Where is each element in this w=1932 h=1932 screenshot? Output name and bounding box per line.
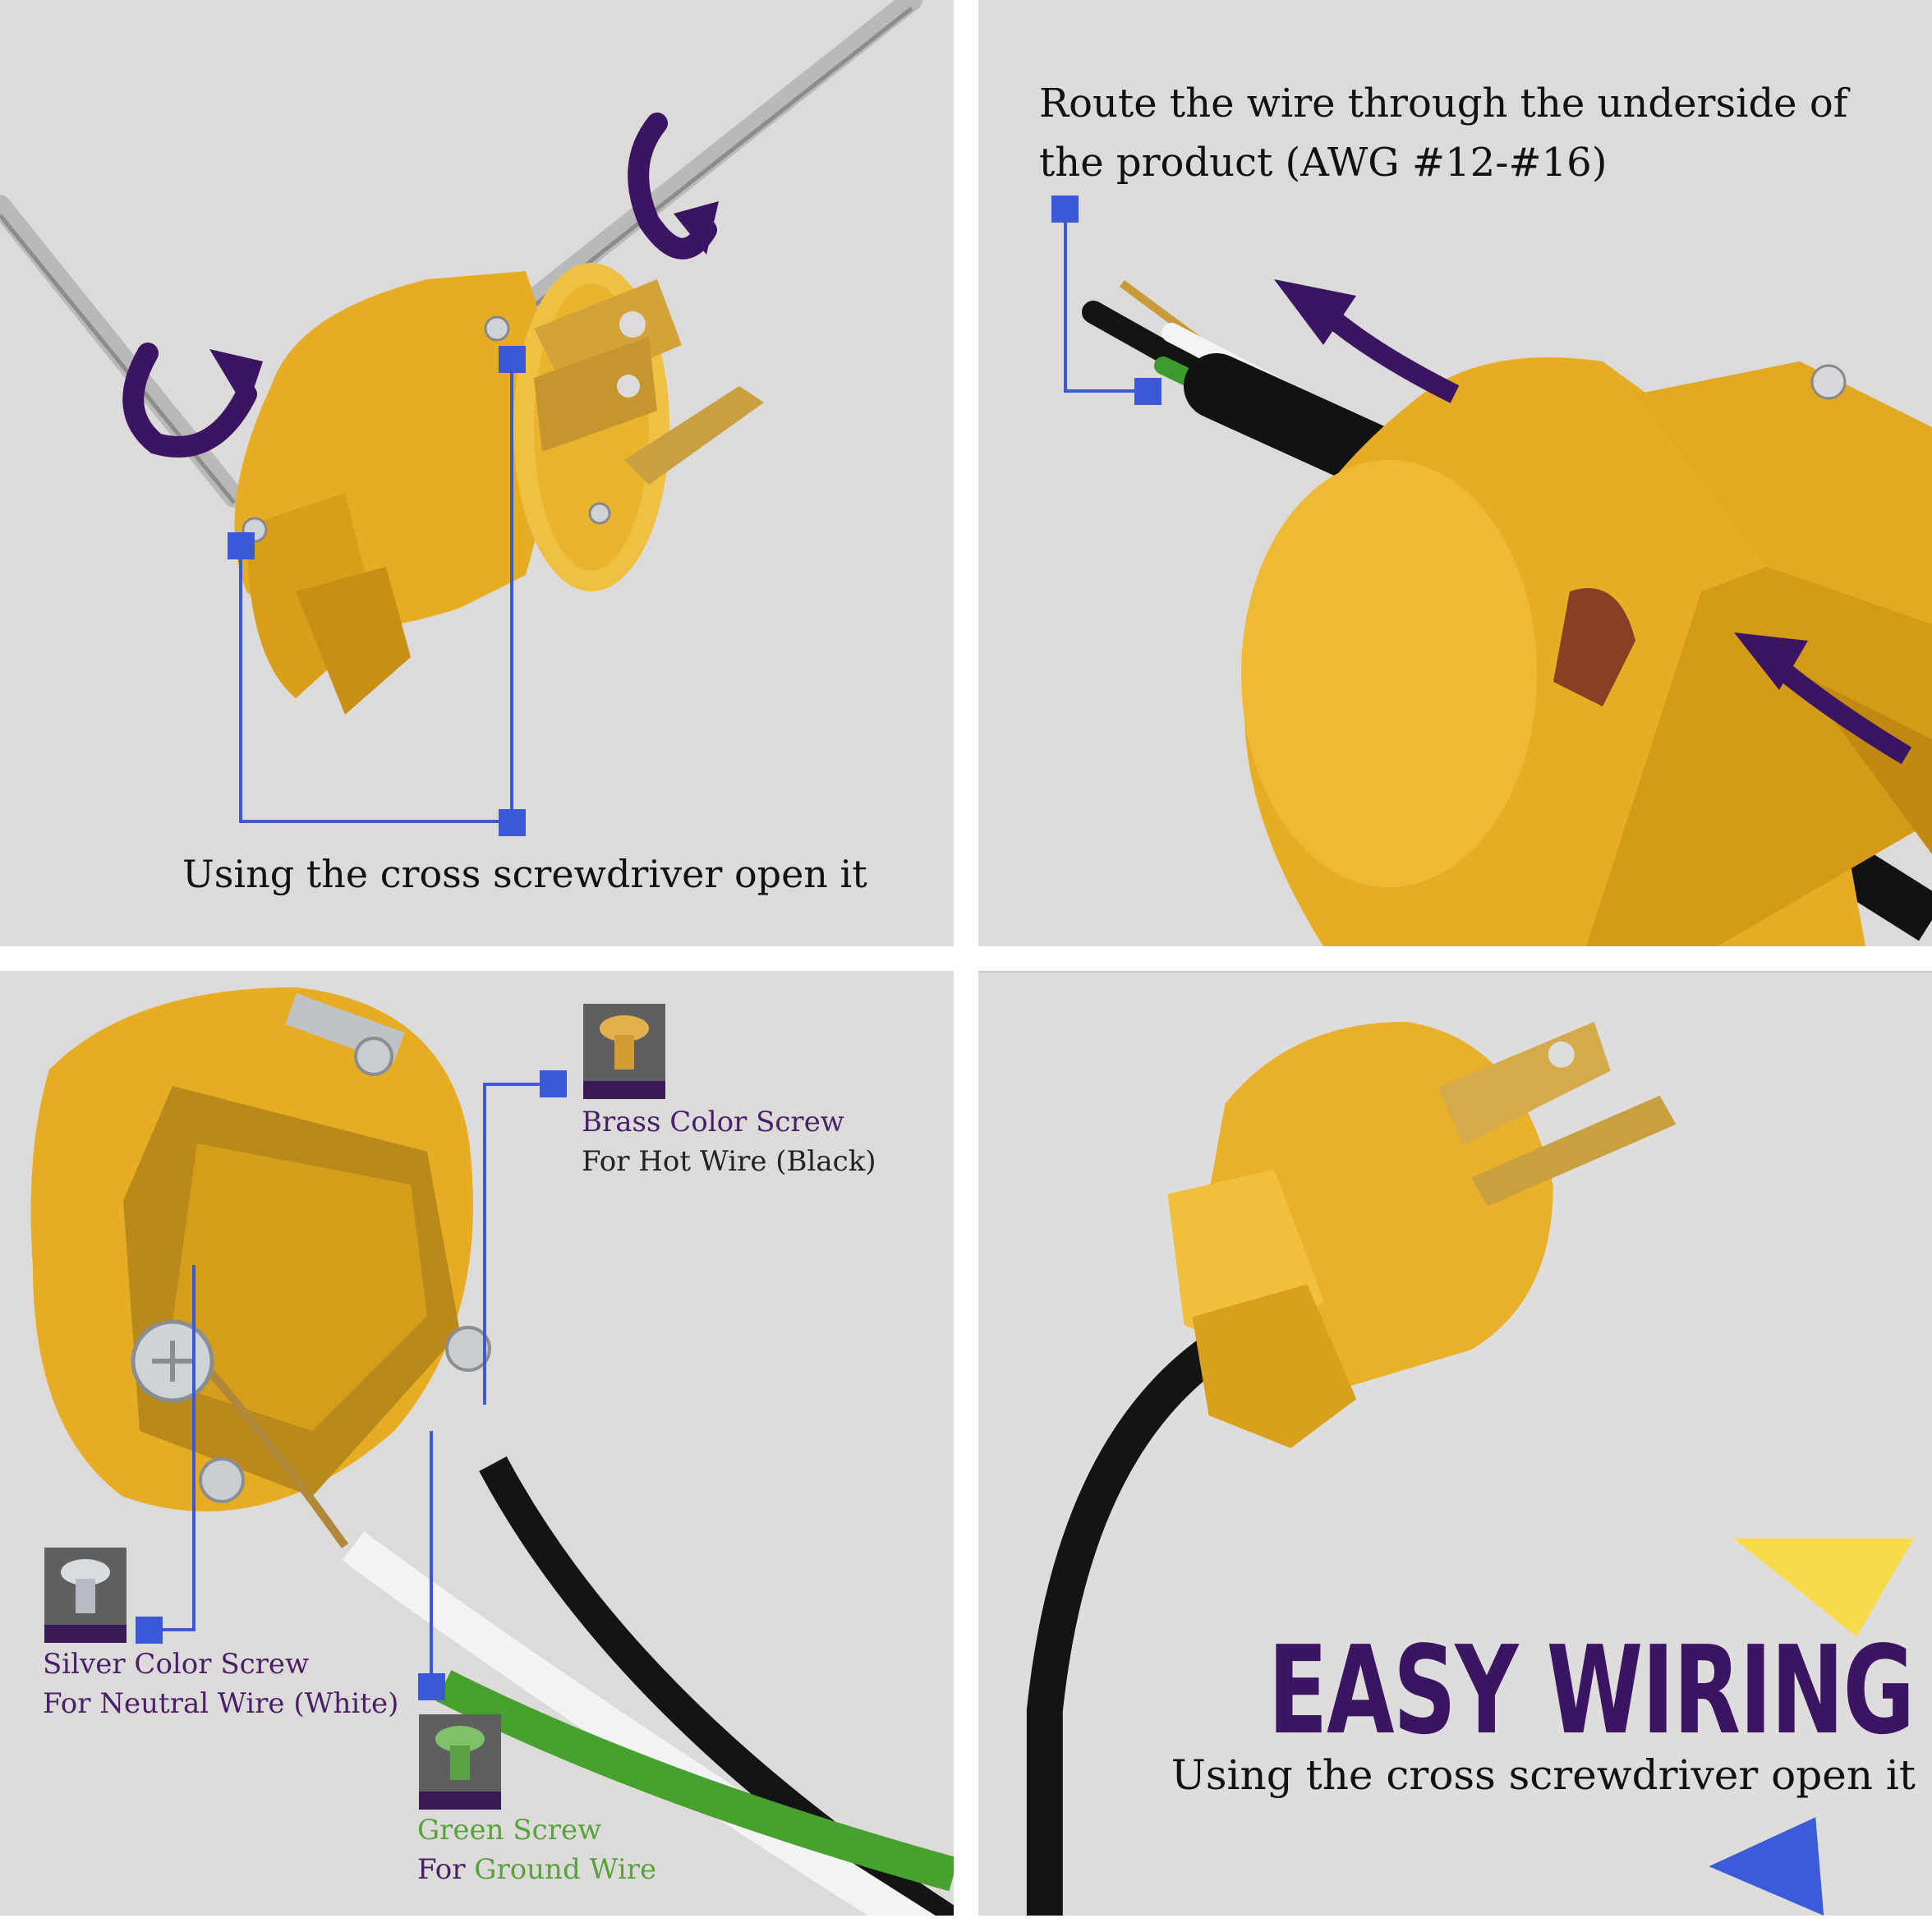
panel-open-housing: Using the cross screwdriver open it [0, 0, 954, 946]
housing-screw [1810, 364, 1847, 400]
silver-screw-purpose-prefix: For [43, 1687, 91, 1720]
brass-screw-thumbnail [583, 1004, 665, 1099]
green-screw-thumbnail [419, 1714, 501, 1810]
route-arrow-icon [1734, 632, 1912, 765]
callout-green [418, 1431, 445, 1700]
terminal-wiring-illustration [30, 987, 954, 1916]
rotate-arrow-right-icon [628, 113, 719, 260]
silver-screw-name: Silver Color Screw [43, 1648, 310, 1681]
brass-screw-purpose: For Hot Wire (Black) [582, 1145, 876, 1178]
panel-caption: Using the cross screwdriver open it [1171, 1751, 1916, 1799]
green-screw-label: Green Screw For Ground Wire [417, 1810, 656, 1889]
brass-screw-name: Brass Color Screw [582, 1106, 844, 1138]
green-screw-purpose: Ground Wire [474, 1853, 657, 1886]
plug-open-illustration [0, 0, 922, 836]
plug-prongs [1438, 1021, 1677, 1207]
green-screw-name: Green Screw [417, 1814, 602, 1847]
panel-caption: Using the cross screwdriver open it [182, 852, 867, 896]
panel-screw-terminals: Brass Color Screw For Hot Wire (Black) S… [0, 971, 954, 1916]
panel-caption: Route the wire through the underside of … [1039, 80, 1848, 186]
plug-body-closed [1167, 1021, 1553, 1448]
silver-screw-purpose: Neutral Wire (White) [99, 1687, 399, 1720]
screwdriver-right [507, 0, 922, 323]
silver-screw-thumbnail [44, 1548, 126, 1643]
callout-connector [1051, 196, 1162, 405]
silver-screw-label: Silver Color Screw For Neutral Wire (Whi… [43, 1644, 398, 1723]
plug-body-open [1241, 357, 1932, 946]
rotate-arrow-left-icon [122, 343, 263, 458]
easy-wiring-headline: EASY WIRING [1268, 1620, 1915, 1761]
plug-prongs [534, 279, 764, 485]
callout-silver [136, 1265, 196, 1644]
wires [194, 1354, 954, 1916]
decor-triangle-yellow [1733, 1538, 1915, 1637]
panel-easy-wiring: EASY WIRING Using the cross screwdriver … [978, 971, 1932, 1916]
plug-body-interior [30, 987, 473, 1511]
brass-screw-label: Brass Color Screw For Hot Wire (Black) [582, 1102, 876, 1181]
callout-brass [483, 1070, 567, 1405]
insert-arrow-icon [1274, 279, 1460, 403]
route-wire-illustration [1051, 196, 1932, 946]
decor-triangle-blue [1709, 1817, 1824, 1916]
top-screw [484, 315, 510, 342]
panel-route-wire: Route the wire through the underside of … [978, 0, 1932, 946]
green-screw-purpose-prefix: For [417, 1853, 466, 1886]
callout-connector [228, 346, 526, 836]
assembled-plug-illustration [1026, 1021, 1915, 1916]
